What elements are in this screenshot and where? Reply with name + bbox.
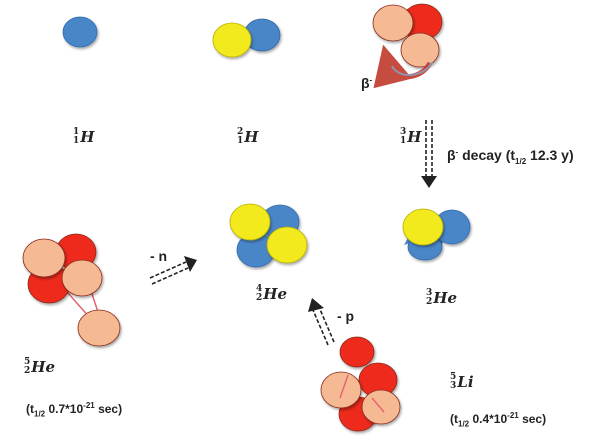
proton-ball-yellow (229, 203, 271, 241)
minus-p-label: - p (337, 308, 355, 324)
h2-nucleus (212, 18, 281, 58)
neutron-ball (62, 16, 98, 48)
proton-ball-light (22, 238, 66, 278)
neutron-emission-arrow (149, 256, 197, 285)
proton-ball-light (400, 32, 440, 68)
minus-n-label: - n (150, 248, 168, 264)
proton-ball (339, 336, 375, 368)
beta-decay-arrow (421, 120, 437, 188)
proton-ball-light (361, 389, 401, 425)
li5-nucleus (320, 336, 401, 432)
proton-ball-light (320, 371, 362, 409)
proton-ball-light (61, 259, 103, 297)
he5-nucleus (22, 233, 121, 347)
beta-decay-label: β- decay (t1/2 12.3 y) (447, 147, 574, 166)
li5-half-life: (t1/2 0.4*10-21 sec) (450, 411, 547, 429)
proton-ball-yellow (402, 208, 444, 246)
beta-minus-label: β- (361, 75, 373, 91)
proton-ball-light (372, 4, 414, 42)
proton-emission-arrow (308, 298, 335, 346)
h1-nucleus (62, 16, 98, 48)
h3-nucleus (372, 3, 443, 89)
proton-ball-light (77, 309, 121, 347)
he3-nucleus (402, 208, 471, 261)
proton-ball-yellow (266, 226, 308, 264)
he5-half-life: (t1/2 0.7*10-21 sec) (26, 401, 123, 419)
proton-ball-yellow (212, 22, 252, 58)
he4-nucleus (229, 203, 308, 268)
